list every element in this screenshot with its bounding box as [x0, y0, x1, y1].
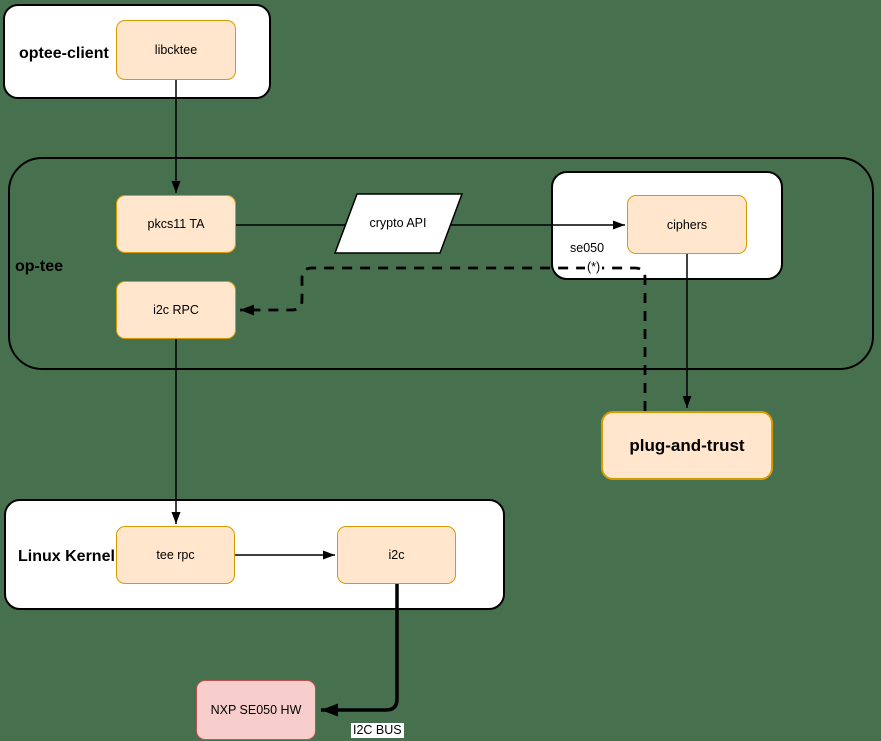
node-ciphers: ciphers [627, 195, 747, 254]
op-tee-label: op-tee [15, 258, 63, 275]
node-pkcs11-ta: pkcs11 TA [116, 195, 236, 253]
edge-i2c-to-nxphw-bus [321, 584, 399, 717]
node-nxp-se050-hw: NXP SE050 HW [196, 680, 316, 740]
i2c-bus-text: I2C BUS [353, 723, 402, 737]
crypto-api-label: crypto API [338, 216, 458, 231]
plug-and-trust-label: plug-and-trust [629, 435, 745, 455]
linux-kernel-label: Linux Kernel [18, 547, 115, 565]
se050-alt-path-label: (*) [585, 260, 603, 275]
libcktee-label: libcktee [154, 43, 198, 57]
node-libcktee: libcktee [116, 20, 236, 80]
i2c-rpc-label: i2c RPC [153, 303, 199, 317]
star-text: (*) [587, 260, 601, 274]
edge-plugandtrust-to-i2crpc-dashed [240, 266, 647, 411]
tee-rpc-label: tee rpc [156, 548, 195, 562]
crypto-api-parallelogram [333, 193, 464, 254]
ciphers-label: ciphers [666, 217, 708, 232]
node-plug-and-trust: plug-and-trust [601, 411, 773, 480]
container-op-tee: op-tee [8, 157, 874, 370]
i2c-label: i2c [388, 548, 405, 562]
node-i2c: i2c [337, 526, 456, 584]
i2c-bus-label: I2C BUS [351, 723, 404, 738]
node-i2c-rpc: i2c RPC [116, 281, 236, 339]
crypto-api-text: crypto API [369, 216, 427, 230]
optee-client-label: optee-client [19, 44, 109, 62]
pkcs11-ta-label: pkcs11 TA [147, 217, 205, 231]
se050-label: se050 [570, 241, 605, 255]
node-tee-rpc: tee rpc [116, 526, 235, 584]
nxp-se050-hw-label: NXP SE050 HW [210, 703, 302, 717]
